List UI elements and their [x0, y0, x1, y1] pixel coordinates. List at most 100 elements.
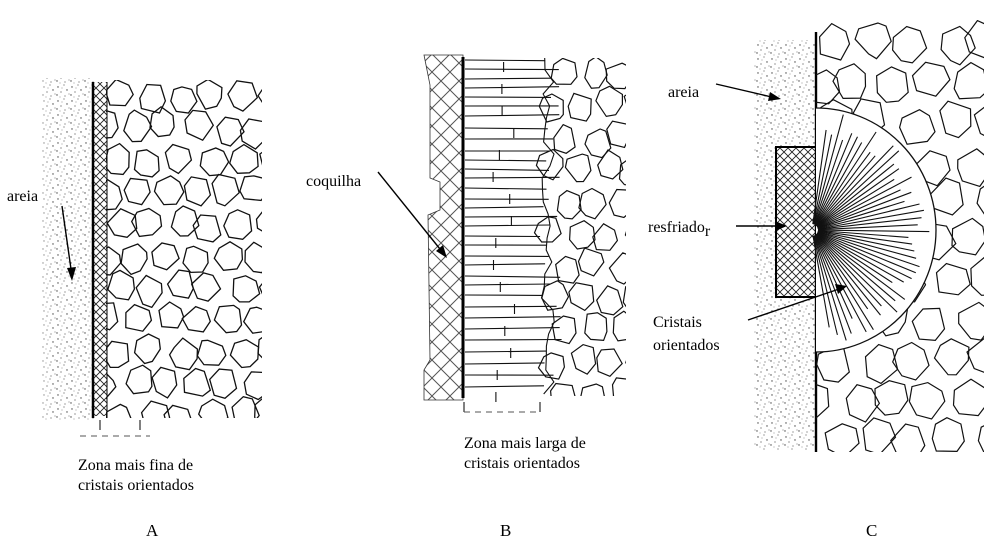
grain: [623, 283, 646, 312]
grain: [554, 125, 575, 154]
grain: [539, 94, 563, 122]
grain: [912, 308, 944, 340]
grain: [197, 340, 225, 365]
grain: [952, 218, 984, 254]
grain: [557, 191, 581, 219]
grain: [210, 369, 237, 398]
grain: [609, 253, 637, 284]
grain: [579, 248, 604, 276]
grain: [913, 62, 950, 96]
columnar-crystal-line: [465, 78, 551, 79]
grain: [585, 313, 607, 341]
columnar-crystal-line: [465, 328, 560, 329]
grain: [606, 63, 629, 88]
grain: [579, 189, 606, 219]
grain: [565, 154, 591, 182]
panel-c-chill-block: [776, 147, 816, 297]
grain: [977, 182, 984, 221]
panel-a-caption-line2: cristais orientados: [78, 476, 194, 496]
grain: [126, 365, 152, 394]
panel-c-crystals-label-line1: Cristais: [653, 313, 702, 332]
grain: [185, 110, 213, 140]
grain: [199, 399, 228, 426]
grain: [568, 93, 591, 121]
columnar-crystal-line: [465, 317, 561, 318]
panel-c-chill-last-letter: r: [705, 223, 710, 240]
grain: [620, 158, 645, 187]
grain: [244, 372, 270, 400]
columnar-crystal-line: [465, 284, 551, 285]
panel-a-fine-crystal-zone: [93, 82, 107, 418]
grain: [820, 24, 850, 60]
grain: [909, 383, 944, 419]
columnar-crystal-line: [465, 276, 560, 277]
grain: [228, 81, 257, 111]
panel-a-sand-label: areia: [7, 187, 38, 206]
columnar-crystal-line: [465, 207, 544, 208]
columnar-crystal-line: [465, 188, 547, 189]
grain: [877, 67, 909, 102]
panel-a-caption: Zona mais fina de cristais orientados: [78, 456, 194, 496]
grain: [152, 367, 177, 398]
grain: [164, 405, 191, 433]
grain: [978, 422, 984, 455]
columnar-zone-boundary: [542, 58, 555, 394]
grain: [585, 57, 607, 88]
grain: [171, 87, 197, 113]
grain: [893, 343, 929, 381]
columnar-crystal-line: [465, 236, 540, 237]
grain: [958, 149, 984, 187]
grain: [866, 345, 898, 384]
grain: [258, 81, 286, 110]
grain: [596, 86, 623, 116]
grain: [959, 302, 984, 340]
panel-a: [42, 78, 288, 436]
grain: [135, 334, 161, 364]
grain: [571, 345, 595, 375]
panel-b-letter: B: [500, 521, 511, 541]
grain: [613, 378, 637, 405]
grain: [183, 246, 208, 272]
grain: [932, 418, 964, 452]
grain: [536, 150, 563, 180]
grain: [569, 283, 594, 311]
grain: [212, 175, 239, 206]
grain: [168, 270, 194, 298]
columnar-crystal-line: [465, 87, 559, 88]
columnar-crystal-line: [465, 128, 548, 129]
grain: [245, 242, 270, 272]
panel-c: [716, 21, 984, 461]
columnar-crystal-line: [465, 264, 545, 265]
panel-b-caption-line1: Zona mais larga de: [464, 434, 586, 454]
grain: [126, 305, 152, 332]
grain: [224, 210, 252, 240]
columnar-crystal-line: [465, 306, 557, 307]
grain: [136, 276, 162, 308]
grain: [182, 307, 210, 332]
grain: [597, 349, 622, 376]
grain: [971, 257, 984, 296]
grain: [626, 349, 651, 377]
panel-c-chill-text: resfriado: [648, 219, 705, 236]
grain: [152, 243, 179, 270]
panel-b-mold-label: coquilha: [306, 172, 361, 191]
panel-b: [378, 55, 651, 413]
grain: [258, 332, 284, 365]
grain: [255, 396, 282, 427]
grain: [974, 104, 984, 139]
grain: [193, 215, 221, 242]
panel-c-crystals-label-line2: orientados: [653, 336, 720, 355]
grain: [597, 286, 623, 315]
columnar-crystal-line: [465, 351, 546, 352]
grain: [217, 117, 244, 146]
grain: [197, 79, 222, 109]
grain: [556, 256, 579, 283]
grain: [891, 424, 925, 461]
grain: [585, 129, 611, 158]
grain: [108, 270, 135, 299]
columnar-crystal-line: [465, 115, 559, 116]
grain: [260, 145, 288, 173]
grain: [954, 379, 984, 415]
grain: [165, 145, 191, 174]
